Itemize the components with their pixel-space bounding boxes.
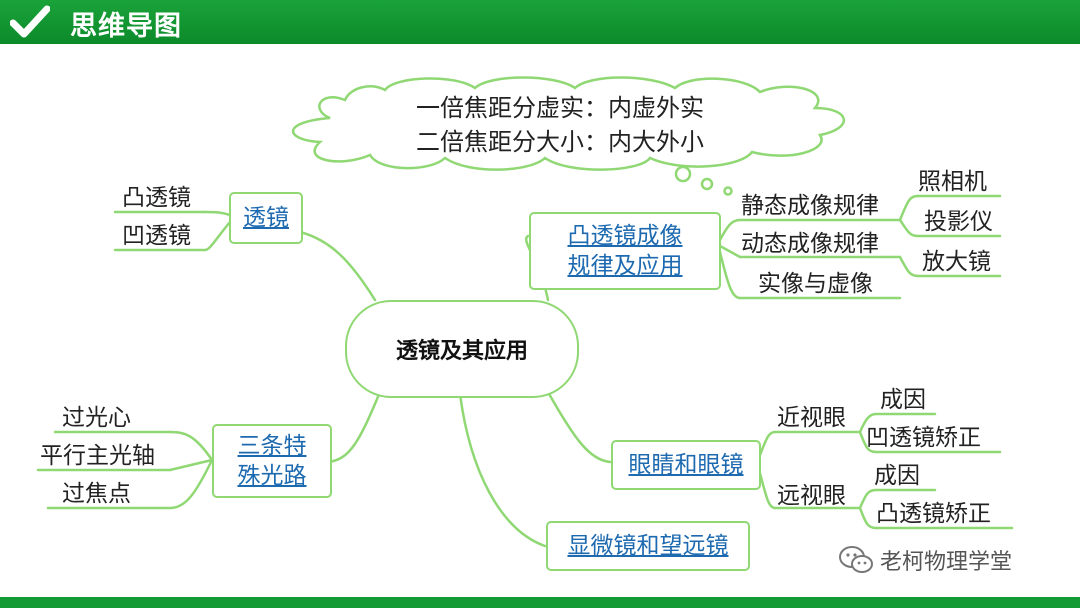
branch-scope-box[interactable]: 显微镜和望远镜 [546,521,750,571]
page-title: 思维导图 [70,11,182,42]
center-topic-label: 透镜及其应用 [395,339,528,364]
eyes-myopia-cause-text: 成因 [880,387,926,413]
rays-parallel-text: 平行主光轴 [40,443,155,469]
header-bar: 思维导图 [0,0,1080,44]
branch-scope-label[interactable]: 显微镜和望远镜 [567,533,729,559]
eyes-hyperopia-cause-text: 成因 [874,463,920,489]
branch-lens-box[interactable]: 透镜 [229,192,303,244]
eyes-myopia-fix-text: 凹透镜矫正 [866,425,981,451]
imaging-dynamic-text: 动态成像规律 [741,231,879,257]
imaging-magnifier-text: 放大镜 [922,249,991,275]
cloud-trail [674,165,733,196]
watermark: 老柯物理学堂 [838,544,1012,576]
watermark-text: 老柯物理学堂 [880,550,1013,575]
branch-imaging-line1[interactable]: 凸透镜成像 [567,223,683,249]
imaging-realvirtual-text: 实像与虚像 [758,271,873,297]
checkmark-icon [10,5,50,38]
lens-convex-text: 凸透镜 [122,185,191,211]
rays-focus-text: 过焦点 [62,481,131,507]
lens-concave-text: 凹透镜 [122,223,191,249]
branch-rays-line2[interactable]: 殊光路 [237,463,307,489]
branch-eyes-label[interactable]: 眼睛和眼镜 [628,452,744,478]
imaging-projector-text: 投影仪 [924,209,993,235]
eyes-hyperopia-text: 远视眼 [777,483,846,509]
cloud-bubble [291,76,845,171]
wechat-icon [839,546,873,573]
footer-bar [0,597,1080,608]
branch-imaging-box[interactable]: 凸透镜成像 规律及应用 [529,212,721,290]
branch-rays-line1[interactable]: 三条特 [237,433,307,459]
eyes-myopia-text: 近视眼 [777,405,846,431]
center-topic-node: 透镜及其应用 [345,300,579,398]
branch-eyes-box[interactable]: 眼睛和眼镜 [611,440,761,490]
imaging-static-text: 静态成像规律 [741,193,879,219]
eyes-hyperopia-fix-text: 凸透镜矫正 [876,501,991,527]
rays-center-text: 过光心 [62,405,131,431]
cloud-line-1: 一倍焦距分虚实：内虚外实 [416,94,704,122]
branch-imaging-line2[interactable]: 规律及应用 [567,253,683,279]
cloud-line-2: 二倍焦距分大小：内大外小 [416,128,704,156]
branch-lens-label[interactable]: 透镜 [243,205,289,231]
imaging-camera-text: 照相机 [918,169,987,195]
branch-rays-box[interactable]: 三条特 殊光路 [212,424,332,498]
